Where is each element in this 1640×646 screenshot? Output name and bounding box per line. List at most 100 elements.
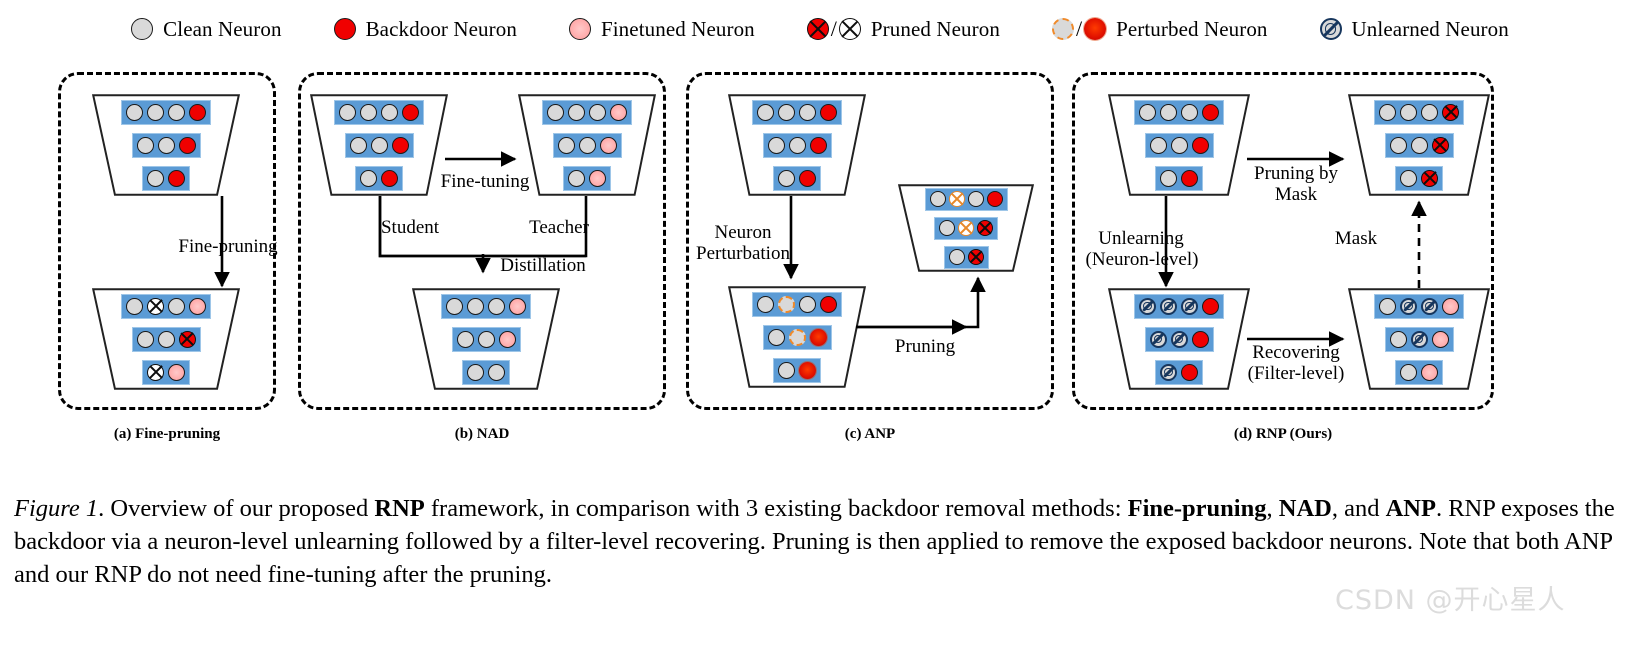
arrow-pruning xyxy=(856,276,986,329)
flow-label-mask: Mask xyxy=(1274,184,1318,205)
neuron-clean xyxy=(1389,136,1407,154)
neuron-clean xyxy=(757,295,774,313)
legend-separator: / xyxy=(1075,16,1083,41)
neuron-unlearned xyxy=(1319,18,1342,40)
neuron-unlearned xyxy=(1400,297,1417,315)
neuron-perturbed-red xyxy=(809,328,827,346)
flow-label-fine-tuning: Fine-tuning xyxy=(440,171,530,192)
layer-row xyxy=(943,245,989,269)
neuron-backdoor xyxy=(402,103,419,121)
net-unlearned-model xyxy=(1108,288,1250,390)
neuron-clean xyxy=(557,136,575,154)
layer-row xyxy=(1155,359,1203,385)
neuron-clean xyxy=(1379,103,1396,121)
flow-label-perturbation: Perturbation xyxy=(696,243,790,264)
legend: Clean Neuron Backdoor Neuron Finetuned Neu… xyxy=(0,8,1640,50)
legend-label: Perturbed Neuron xyxy=(1116,16,1268,41)
legend-item-clean-neuron: Clean Neuron xyxy=(131,17,281,42)
neuron-clean xyxy=(1379,297,1396,315)
net-backdoored-model xyxy=(728,94,866,196)
arrow-recovering xyxy=(1247,331,1345,347)
layer-row xyxy=(563,165,611,191)
flow-label-unlearning: Unlearning xyxy=(1098,228,1184,249)
neuron-clean xyxy=(948,249,965,265)
legend-item-unlearned-neuron: Unlearned Neuron xyxy=(1319,16,1509,42)
layer-row xyxy=(131,326,201,352)
layer-row xyxy=(1155,165,1203,191)
neuron-unlearned xyxy=(1181,297,1198,315)
layer-row xyxy=(542,99,632,125)
neuron-clean xyxy=(1400,103,1417,121)
layer-row xyxy=(441,293,531,319)
flow-label-recovering: Recovering xyxy=(1252,342,1340,363)
neuron-backdoor xyxy=(1202,297,1219,315)
figure-caption-t1: . Overview of our proposed xyxy=(98,495,375,522)
layer-row xyxy=(1384,326,1454,352)
flow-label-filter-level: (Filter-level) xyxy=(1247,363,1345,384)
panel-caption-d: (d) RNP (Ours) xyxy=(1233,426,1333,442)
neuron-perturbed-red xyxy=(799,361,816,379)
figure-caption-t2: framework, in comparison with 3 existing… xyxy=(424,495,1128,522)
neuron-backdoor xyxy=(381,169,398,187)
figure-caption-t3: , xyxy=(1266,495,1279,522)
neuron-unlearned xyxy=(1170,330,1188,348)
neuron-backdoor xyxy=(333,18,356,40)
layer-row xyxy=(1395,359,1443,385)
net-distilled-model xyxy=(412,288,560,390)
neuron-finetuned xyxy=(568,18,591,40)
neuron-backdoor xyxy=(799,169,816,187)
layer-row xyxy=(142,359,190,385)
watermark: CSDN @开心星人 xyxy=(1335,585,1566,616)
neuron-clean xyxy=(126,103,143,121)
neuron-perturbed-ring xyxy=(1051,18,1074,40)
legend-label: Backdoor Neuron xyxy=(365,16,517,41)
neuron-backdoor xyxy=(189,103,206,121)
neuron-backdoor xyxy=(986,191,1003,207)
layer-row xyxy=(752,291,842,317)
neuron-clean xyxy=(1400,169,1417,187)
legend-separator: / xyxy=(830,16,837,41)
neuron-pruned-gray xyxy=(147,363,164,381)
layer-row xyxy=(773,165,821,191)
neuron-clean xyxy=(1160,169,1177,187)
neuron-backdoor xyxy=(1191,330,1209,348)
layer-row xyxy=(762,324,832,350)
neuron-clean xyxy=(799,295,816,313)
layer-row xyxy=(451,326,521,352)
legend-item-backdoor-neuron: Backdoor Neuron xyxy=(333,16,517,42)
neuron-pruned-red xyxy=(1442,103,1459,121)
flow-label-mask: Mask xyxy=(1334,228,1378,249)
neuron-clean xyxy=(967,191,984,207)
neuron-clean xyxy=(370,136,388,154)
figure-caption-t5: . RNP exposes the backdoor via a neuron-… xyxy=(14,495,1615,588)
flow-label-teacher: Teacher xyxy=(529,217,589,238)
neuron-clean xyxy=(1421,103,1438,121)
legend-item-pruned-neuron: /Pruned Neuron xyxy=(806,16,1000,42)
layer-row xyxy=(462,359,510,385)
panel-caption-c: (c) ANP xyxy=(844,426,896,442)
arrow-fine-tuning xyxy=(445,151,517,167)
panel-nad xyxy=(298,72,666,410)
arrow-mask xyxy=(1411,200,1427,288)
legend-label: Unlearned Neuron xyxy=(1351,16,1509,41)
layer-row xyxy=(1374,99,1464,125)
neuron-clean xyxy=(1389,330,1407,348)
neuron-clean xyxy=(568,169,585,187)
neuron-pruned-gray xyxy=(147,297,164,315)
neuron-backdoor xyxy=(820,295,837,313)
legend-label: Clean Neuron xyxy=(163,16,282,41)
layer-row xyxy=(334,99,424,125)
layer-row xyxy=(773,357,821,383)
neuron-clean xyxy=(929,191,946,207)
layer-row xyxy=(1395,165,1443,191)
figure-caption-prefix: Figure 1 xyxy=(14,495,99,522)
neuron-clean xyxy=(568,103,585,121)
neuron-clean xyxy=(360,169,377,187)
neuron-finetuned xyxy=(610,103,627,121)
distillation-joiner xyxy=(378,196,588,258)
legend-item-finetuned-neuron: Finetuned Neuron xyxy=(568,17,755,42)
neuron-finetuned xyxy=(589,169,606,187)
net-backdoored-model xyxy=(92,94,240,196)
neuron-clean xyxy=(168,103,185,121)
neuron-finetuned xyxy=(509,297,526,315)
